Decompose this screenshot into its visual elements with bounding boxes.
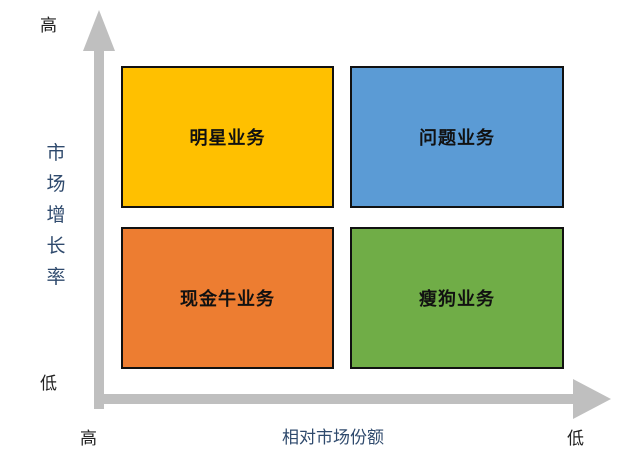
y-axis-title: 市 场 增 长 率 (46, 142, 66, 288)
x-axis-low-label: 低 (567, 429, 584, 449)
x-axis-title: 相对市场份额 (282, 428, 384, 448)
x-axis-high-label: 高 (80, 429, 97, 449)
y-axis-arrow (83, 10, 115, 409)
quadrant-dog-label: 瘦狗业务 (419, 289, 495, 310)
quadrant-cash-cow: 现金牛业务 (121, 227, 334, 369)
quadrant-question-label: 问题业务 (419, 128, 495, 149)
quadrant-cash-cow-label: 现金牛业务 (180, 289, 275, 310)
y-axis-low-label: 低 (40, 374, 57, 394)
x-axis-arrow (94, 379, 611, 419)
y-axis-high-label: 高 (40, 16, 57, 36)
quadrant-question: 问题业务 (350, 66, 564, 208)
quadrant-star: 明星业务 (121, 66, 334, 208)
quadrant-dog: 瘦狗业务 (350, 227, 564, 369)
quadrant-star-label: 明星业务 (189, 128, 266, 149)
